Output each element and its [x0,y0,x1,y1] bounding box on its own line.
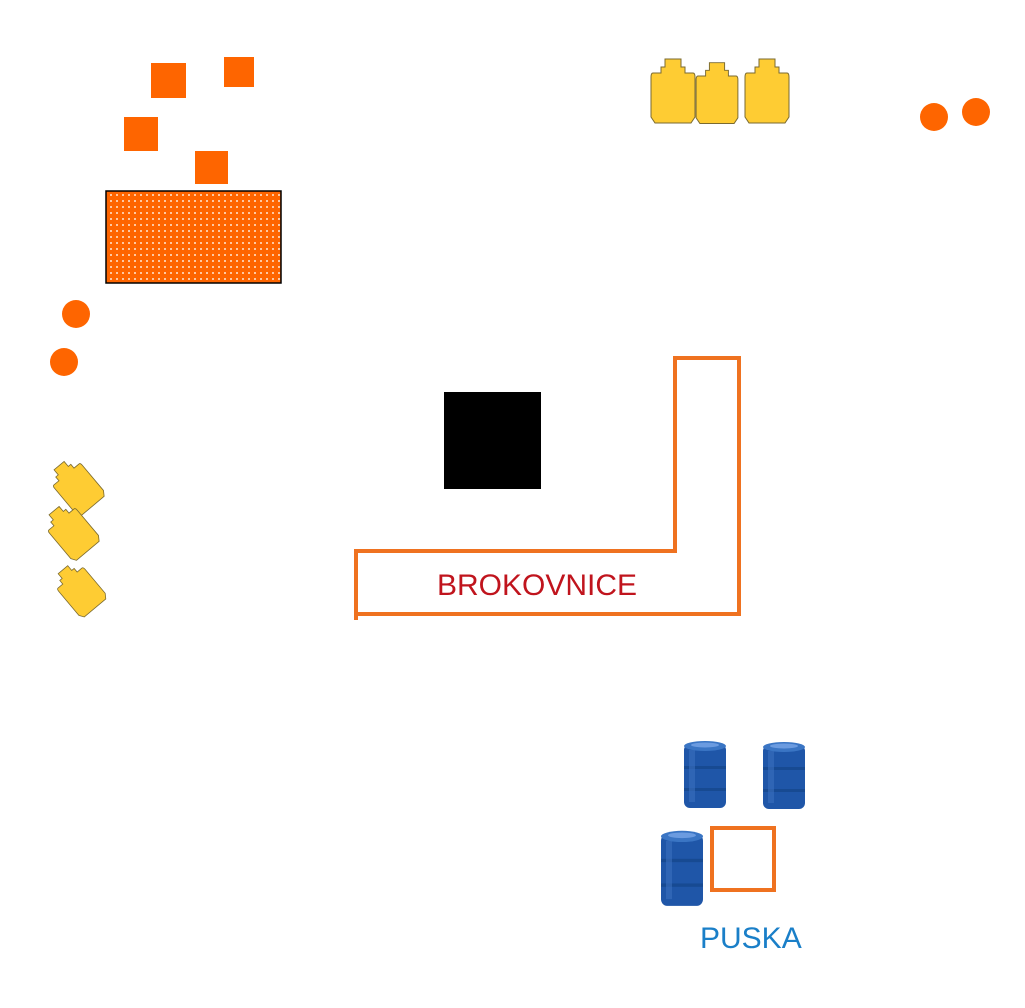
barrel-icon [763,742,805,809]
barrel-icon [684,741,726,808]
round-target-icon [62,300,90,328]
silhouette-target-icon [39,498,103,563]
shooting-position-box [444,392,541,489]
round-target-icon [920,103,948,131]
silhouette-target-icon [695,62,739,124]
square-target-icon [224,57,254,87]
square-target-icon [195,151,228,184]
round-target-icon [50,348,78,376]
shotgun-area-outline [354,356,741,620]
silhouette-target-icon [49,558,109,620]
round-target-icon [962,98,990,126]
square-target-icon [124,117,158,151]
square-target-icon [151,63,186,98]
silhouette-target-icon [744,58,790,124]
rifle-area-label: PUSKA [700,922,802,955]
silhouette-target-icon [44,453,108,518]
shotgun-area-label: BROKOVNICE [437,569,638,602]
perforated-panel-icon [105,190,282,284]
barrel-icon [661,830,703,906]
rifle-area-outline [710,826,776,892]
silhouette-target-icon [650,58,696,124]
